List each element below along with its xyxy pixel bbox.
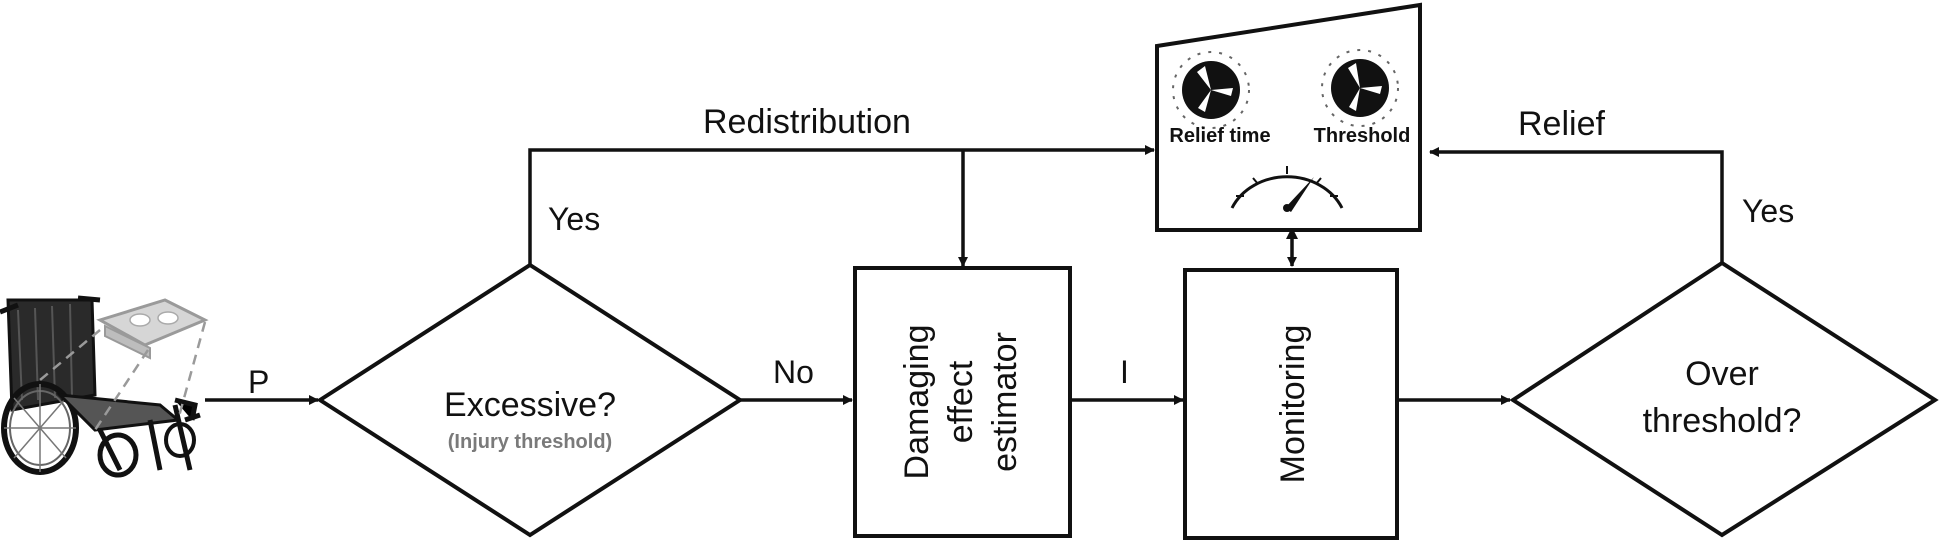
decision-excessive-subtitle: (Injury threshold) — [448, 431, 612, 453]
decision-threshold-line1: Over — [1685, 355, 1759, 393]
estimator-line1: Damaging — [898, 325, 936, 480]
monitoring-box — [1183, 268, 1399, 540]
relief-time-knob-icon — [1172, 51, 1250, 129]
threshold-label: Threshold — [1314, 125, 1411, 147]
yes-left-label: Yes — [548, 201, 600, 237]
decision-over-threshold — [1509, 260, 1939, 538]
gauge-icon — [1230, 166, 1344, 212]
wheelchair-cushion-illustration — [0, 295, 209, 478]
redistribution-label: Redistribution — [703, 103, 911, 141]
estimator-line2: effect — [942, 360, 980, 443]
relief-arrow — [1429, 147, 1724, 263]
decision-threshold-line2: threshold? — [1643, 402, 1802, 440]
input-label: P — [248, 364, 269, 400]
yes-right-label: Yes — [1742, 193, 1794, 229]
estimator-line3: estimator — [986, 332, 1024, 472]
no-label: No — [773, 354, 814, 390]
i-label: I — [1120, 354, 1129, 390]
relief-time-label: Relief time — [1169, 125, 1270, 147]
control-panel: Relief time Threshold — [1155, 2, 1422, 232]
monitoring-label: Monitoring — [1274, 325, 1312, 484]
threshold-knob-icon — [1321, 49, 1399, 127]
damaging-effect-estimator — [853, 266, 1072, 538]
relief-label: Relief — [1518, 105, 1605, 143]
decision-excessive-title: Excessive? — [444, 386, 616, 424]
redistribution-arrow — [528, 145, 1155, 265]
